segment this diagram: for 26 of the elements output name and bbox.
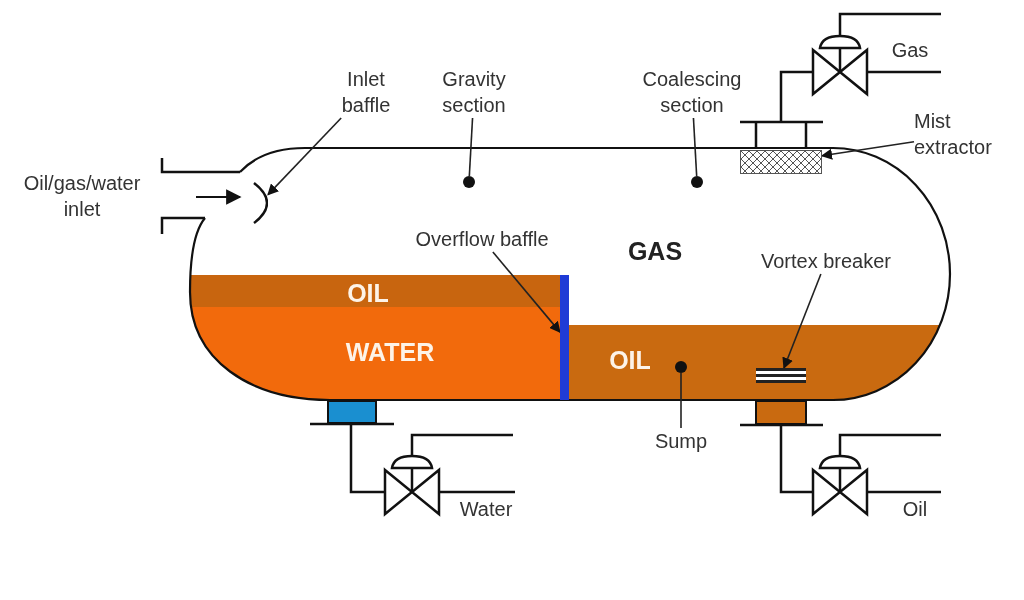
callout-label: Vortex breaker bbox=[759, 249, 893, 274]
leader-line bbox=[782, 273, 822, 370]
phase-label: WATER bbox=[344, 337, 436, 367]
stream-label: Water bbox=[458, 497, 514, 522]
callout-label: Mist extractor bbox=[914, 109, 993, 160]
callout-label: Inlet baffle bbox=[340, 67, 392, 118]
leader-line bbox=[267, 117, 342, 196]
leader-line bbox=[680, 372, 682, 429]
stream-label: Oil bbox=[901, 497, 929, 522]
callout-label: Overflow baffle bbox=[414, 227, 550, 252]
leader-line bbox=[468, 117, 474, 177]
stream-label: Gas bbox=[890, 38, 930, 63]
phase-label: OIL bbox=[608, 345, 652, 375]
leader-line bbox=[692, 117, 698, 177]
leader-line bbox=[820, 140, 915, 160]
phase-label: GAS bbox=[626, 236, 684, 266]
callout-label: Coalescing section bbox=[641, 67, 743, 118]
baffle-arc bbox=[252, 181, 268, 225]
baffle-plate bbox=[560, 275, 569, 400]
stream-label: Oil/gas/water inlet bbox=[22, 171, 142, 222]
phase-label: OIL bbox=[346, 278, 390, 308]
callout-label: Sump bbox=[653, 429, 709, 454]
vortex-breaker-plates bbox=[756, 368, 806, 383]
callout-label: Gravity section bbox=[441, 67, 507, 118]
mesh-pad bbox=[740, 150, 822, 174]
leader-line bbox=[492, 251, 561, 333]
